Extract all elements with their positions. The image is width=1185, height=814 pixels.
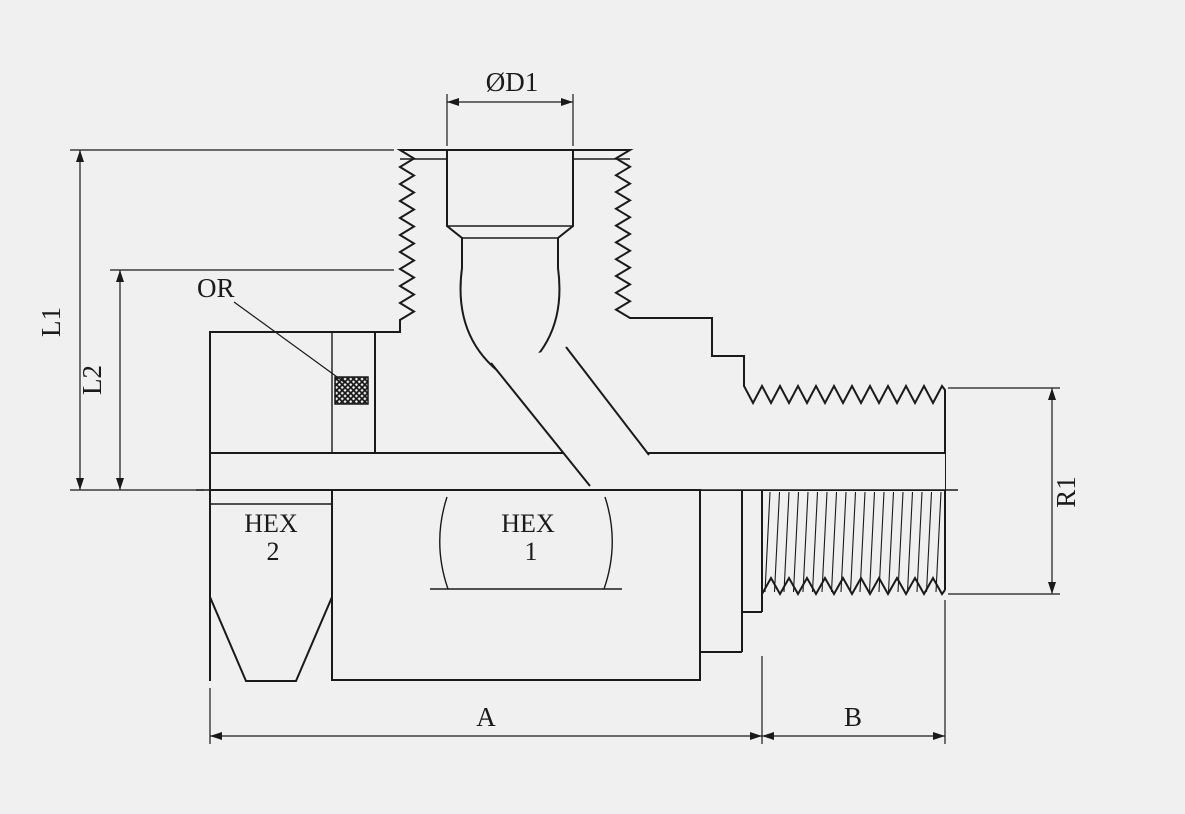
funnel-passage-fill — [491, 347, 649, 486]
seat-edges — [447, 225, 573, 239]
o-ring-label: OR — [197, 273, 235, 303]
dim-a: A — [209, 656, 763, 744]
dim-l1-arrow-top — [76, 150, 84, 162]
dim-r1: R1 — [948, 387, 1081, 595]
dim-b-arrow-right — [933, 732, 945, 740]
dim-l1-arrow-bottom — [76, 478, 84, 490]
dim-label-b: B — [844, 702, 862, 732]
funnel-passage-edges — [490, 346, 650, 487]
dim-a-arrow-right — [750, 732, 762, 740]
o-ring-seal — [334, 376, 369, 405]
dim-l1: L1 — [36, 149, 394, 491]
dim-l2-arrow-top — [116, 270, 124, 282]
dim-label-d1: ØD1 — [486, 67, 539, 97]
dimensions: ØD1 L1 L2 OR R1 A — [36, 67, 1081, 744]
dim-b: B — [762, 600, 946, 744]
hex2-label-line2: 2 — [267, 537, 280, 566]
body-section-hatch — [374, 149, 946, 491]
body-hex-corner-arcs — [439, 496, 613, 590]
dim-r1-arrow-top — [1048, 388, 1056, 400]
dim-d1-arrow-right — [561, 98, 573, 106]
dim-l2-arrow-bottom — [116, 478, 124, 490]
hex2-label-line1: HEX — [244, 509, 298, 538]
top-port-cavity — [446, 149, 574, 382]
dim-label-l2: L2 — [77, 365, 107, 395]
dim-d1: ØD1 — [446, 67, 574, 146]
hex1-label-line1: HEX — [501, 509, 555, 538]
dim-label-a: A — [476, 702, 496, 732]
part-section-upper — [209, 149, 946, 491]
dim-a-arrow-left — [210, 732, 222, 740]
callout-o-ring: OR — [197, 273, 345, 383]
label-hex2: HEX 2 — [244, 509, 298, 566]
hex1-label-line2: 1 — [525, 537, 538, 566]
shoulder-steps — [700, 490, 763, 653]
dim-d1-arrow-left — [447, 98, 459, 106]
dim-label-l1: L1 — [36, 307, 66, 337]
dim-label-r1: R1 — [1051, 476, 1081, 508]
dim-l2: L2 — [77, 269, 394, 490]
stud-thread-crest-lines — [764, 491, 942, 593]
label-hex1: HEX 1 — [501, 509, 555, 566]
o-ring-leader-line — [233, 301, 345, 383]
dim-b-arrow-left — [762, 732, 774, 740]
dim-r1-arrow-bottom — [1048, 582, 1056, 594]
